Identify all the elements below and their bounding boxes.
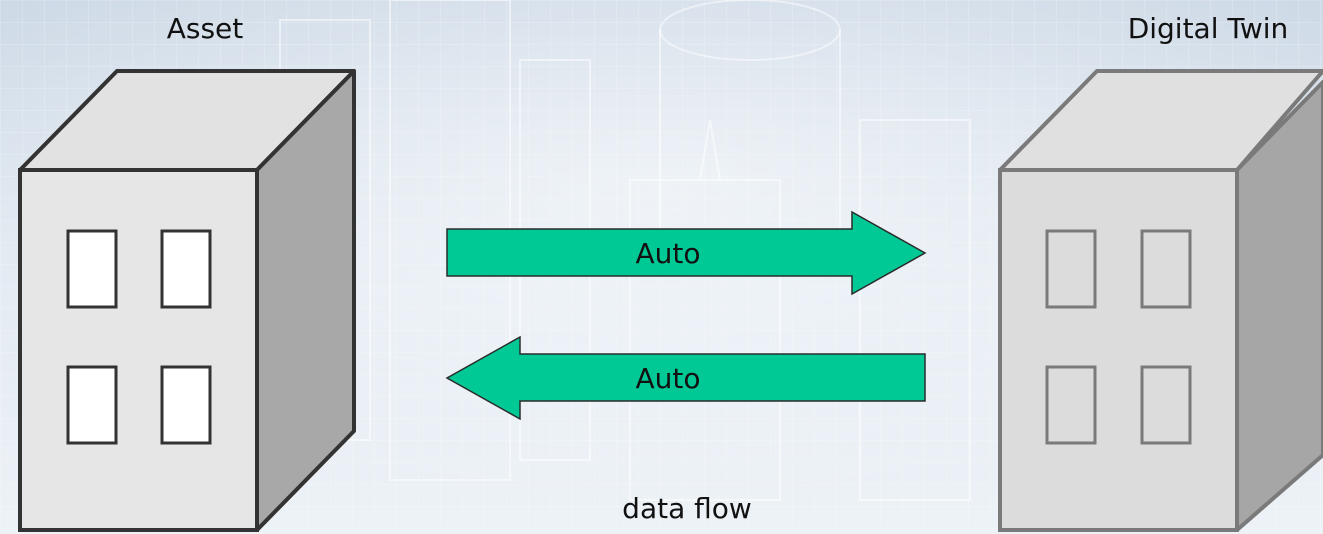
arrow-left-shape bbox=[445, 335, 926, 421]
asset-window bbox=[160, 229, 212, 309]
asset-window bbox=[160, 365, 212, 445]
asset-front-face bbox=[18, 168, 259, 532]
twin-window bbox=[1140, 229, 1192, 309]
twin-label: Digital Twin bbox=[1128, 12, 1289, 45]
data-flow-caption: data flow bbox=[622, 492, 752, 525]
asset-window bbox=[66, 229, 118, 309]
twin-building bbox=[998, 69, 1323, 532]
asset-window bbox=[66, 365, 118, 445]
arrow-right-label: Auto bbox=[635, 237, 700, 270]
arrow-right-shape bbox=[446, 210, 927, 296]
asset-label: Asset bbox=[167, 12, 244, 45]
arrow-left-label: Auto bbox=[635, 362, 700, 395]
arrow-right-auto: Auto bbox=[446, 210, 927, 296]
twin-window bbox=[1045, 229, 1097, 309]
twin-front-face bbox=[998, 168, 1239, 532]
asset-building bbox=[18, 69, 356, 532]
twin-window bbox=[1140, 365, 1192, 445]
twin-window bbox=[1045, 365, 1097, 445]
arrow-left-auto: Auto bbox=[445, 335, 926, 421]
